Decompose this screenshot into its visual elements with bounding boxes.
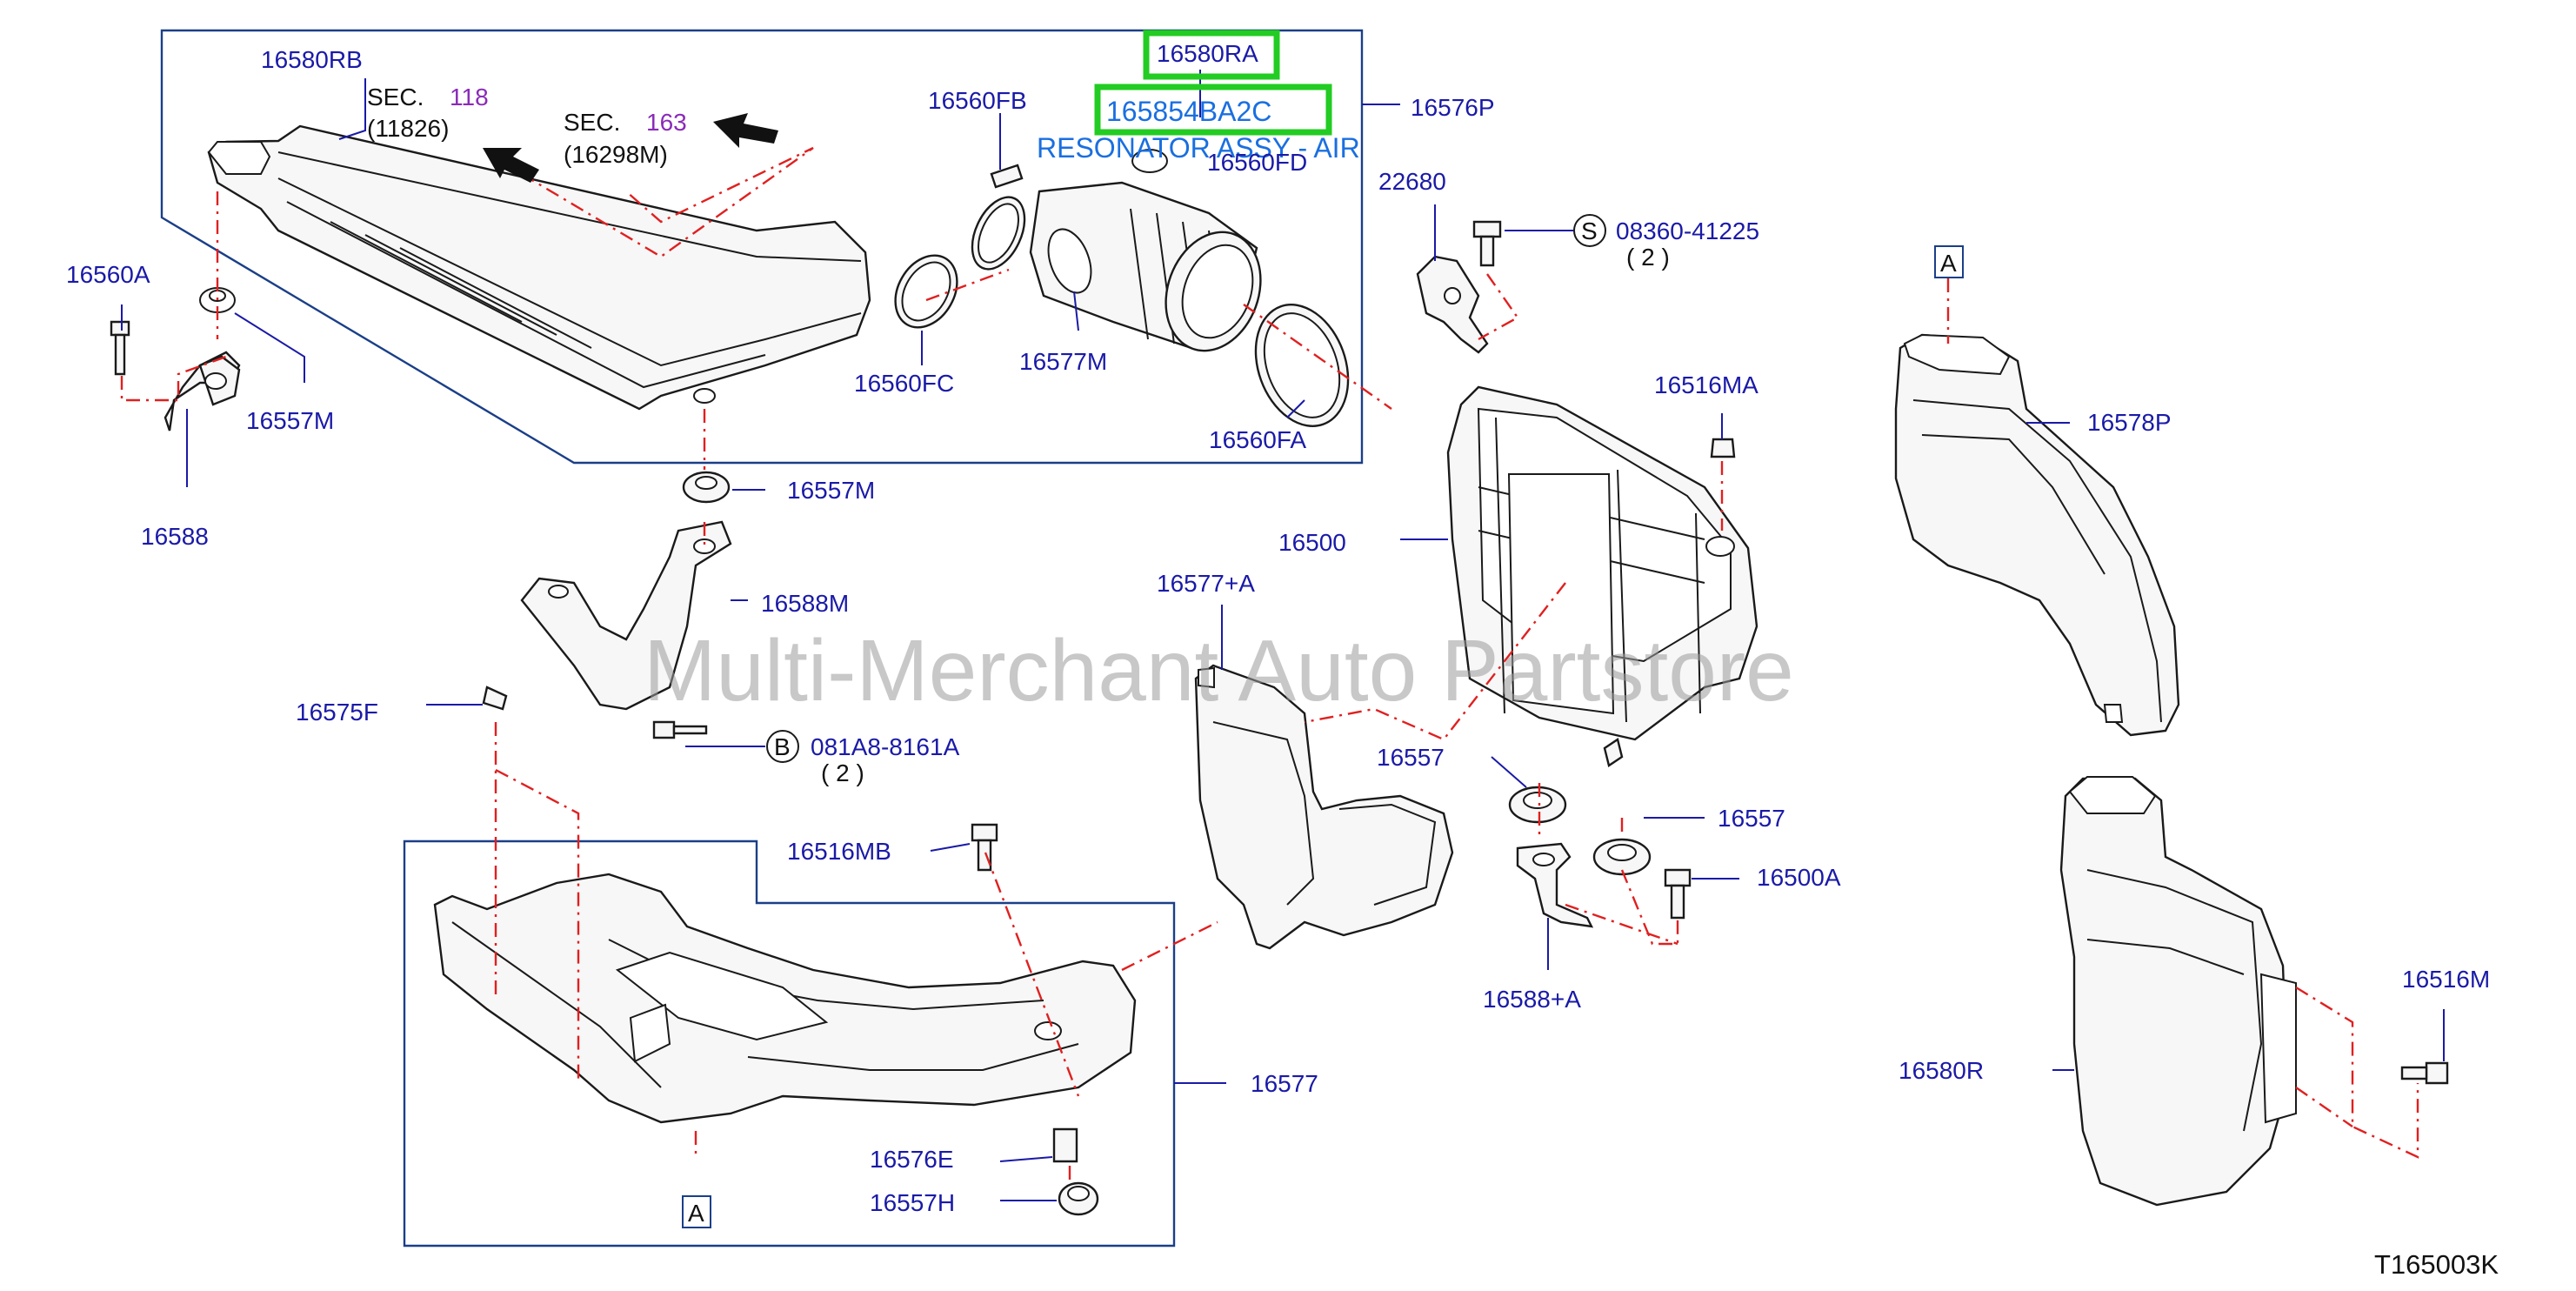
label-16516MB[interactable]: 16516MB: [787, 838, 891, 865]
highlight-frame-16580RA: [1143, 30, 1280, 80]
label-16575F[interactable]: 16575F: [296, 699, 378, 726]
callout-S-qty: ( 2 ): [1626, 244, 1670, 271]
label-16500[interactable]: 16500: [1278, 529, 1346, 556]
label-16560FC[interactable]: 16560FC: [854, 370, 954, 397]
callout-B-qty: ( 2 ): [821, 759, 864, 786]
label-16588[interactable]: 16588: [141, 523, 209, 550]
section-arrows: [483, 113, 778, 183]
label-16588A[interactable]: 16588+A: [1483, 986, 1581, 1013]
arrow-sec-163-icon: [713, 113, 778, 148]
leader-lines: [121, 70, 2445, 1201]
label-22680[interactable]: 22680: [1378, 168, 1446, 195]
label-16576P[interactable]: 16576P: [1411, 94, 1495, 121]
sec-163-number[interactable]: 163: [646, 109, 687, 136]
lower-hardware-drawing: [482, 686, 1099, 1216]
label-16577A[interactable]: 16577+A: [1157, 570, 1255, 597]
label-16580RB[interactable]: 16580RB: [261, 46, 363, 73]
label-16580RA[interactable]: 16580RA: [1157, 40, 1258, 67]
sec-118-number[interactable]: 118: [450, 84, 489, 110]
label-16500A[interactable]: 16500A: [1757, 864, 1841, 891]
label-16557M-lower[interactable]: 16557M: [787, 477, 875, 504]
air-duct-16577A-drawing: [1194, 664, 1454, 950]
callout-B-number[interactable]: 081A8-8161A: [811, 733, 960, 760]
assembly-centerlines: [120, 146, 2419, 1183]
resonator-16580R-drawing: [2059, 776, 2449, 1207]
sec-163-label: SEC.: [564, 109, 620, 136]
watermark: Multi-Merchant Auto Partstore: [644, 622, 1794, 719]
sec-118-label: SEC.: [367, 84, 424, 110]
label-16560FD[interactable]: 16560FD: [1207, 149, 1307, 176]
label-16557-right[interactable]: 16557: [1718, 805, 1785, 832]
label-16557M-upper[interactable]: 16557M: [246, 407, 334, 434]
label-16516MA[interactable]: 16516MA: [1654, 371, 1758, 398]
callout-B: B 081A8-8161A ( 2 ): [766, 730, 960, 786]
label-16588M[interactable]: 16588M: [761, 590, 849, 617]
callout-S: S 08360-41225 ( 2 ): [1573, 214, 1759, 271]
label-16580R[interactable]: 16580R: [1899, 1057, 1984, 1084]
label-16560FA[interactable]: 16560FA: [1209, 426, 1306, 453]
mount-hardware-drawing: [1508, 786, 1692, 928]
callout-S-number[interactable]: 08360-41225: [1616, 217, 1759, 244]
airflow-sensor-22680-drawing: [1416, 220, 1502, 354]
label-16557H[interactable]: 16557H: [870, 1189, 955, 1216]
air-duct-16580RB-drawing: [207, 124, 871, 411]
lower-assembly-frame: [403, 839, 1176, 1248]
sec-118-sub: (11826): [367, 115, 449, 142]
label-16560FB[interactable]: 16560FB: [928, 87, 1027, 114]
label-16576E[interactable]: 16576E: [870, 1146, 954, 1173]
air-cleaner-16500-drawing: [1446, 385, 1758, 767]
label-16560A[interactable]: 16560A: [66, 261, 150, 288]
sec-163-sub: (16298M): [564, 141, 668, 168]
label-16557-left[interactable]: 16557: [1377, 744, 1445, 771]
callout-B-letter: B: [774, 733, 791, 760]
intake-hose-drawing: [894, 149, 1350, 427]
ref-box-A-lower-label: A: [688, 1200, 704, 1227]
arrow-sec-118-icon: [483, 148, 539, 183]
label-16578P[interactable]: 16578P: [2087, 409, 2172, 436]
ref-box-A-upper: [1934, 245, 1964, 278]
bracket-16588M-drawing: [520, 471, 732, 739]
callout-S-letter: S: [1581, 217, 1598, 244]
label-16577[interactable]: 16577: [1251, 1070, 1318, 1097]
diagram-code: T165003K: [2374, 1249, 2499, 1280]
ref-box-A-upper-label: A: [1940, 250, 1957, 277]
highlight-frame-part-number: [1094, 84, 1332, 136]
highlighted-part-number[interactable]: 165854BA2C: [1106, 96, 1271, 127]
ref-box-A-lower: [682, 1195, 711, 1228]
air-duct-16577-drawing: [433, 873, 1137, 1124]
label-16516M[interactable]: 16516M: [2402, 966, 2490, 993]
label-16577M[interactable]: 16577M: [1019, 348, 1107, 375]
highlighted-part-description: RESONATOR ASSY - AIR: [1037, 132, 1360, 164]
air-duct-16578P-drawing: [1894, 333, 2180, 737]
